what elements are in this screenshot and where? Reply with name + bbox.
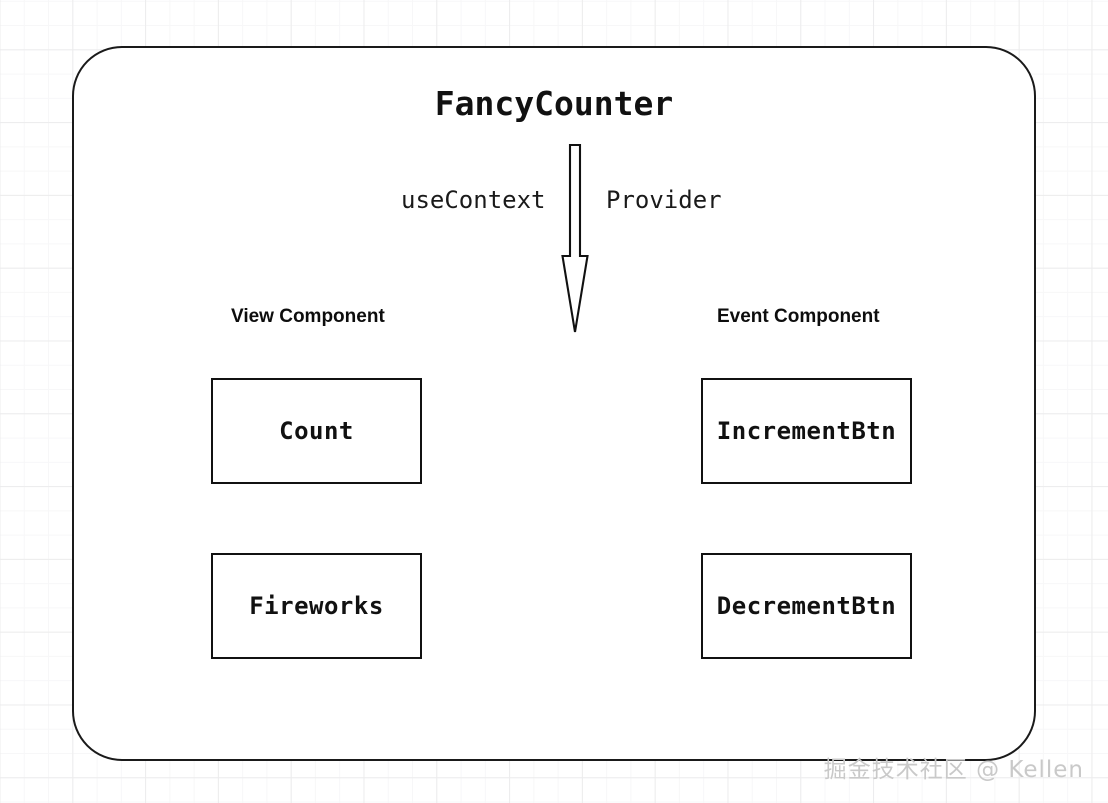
provider-label: Provider [606, 186, 722, 214]
node-fireworks: Fireworks [211, 553, 422, 659]
down-arrow-outline-icon [561, 144, 589, 333]
watermark: 掘金技术社区 @ Kellen [823, 757, 1084, 783]
node-label: Fireworks [249, 592, 384, 620]
node-incrementbtn: IncrementBtn [701, 378, 912, 484]
node-label: DecrementBtn [716, 592, 897, 620]
node-decrementbtn: DecrementBtn [701, 553, 912, 659]
node-label: IncrementBtn [716, 417, 897, 445]
usecontext-label: useContext [401, 186, 546, 214]
node-label: Count [279, 417, 354, 445]
column-heading-view-component: View Component [231, 306, 385, 327]
node-count: Count [211, 378, 422, 484]
column-heading-event-component: Event Component [717, 306, 880, 327]
page-title: FancyCounter [434, 84, 674, 123]
